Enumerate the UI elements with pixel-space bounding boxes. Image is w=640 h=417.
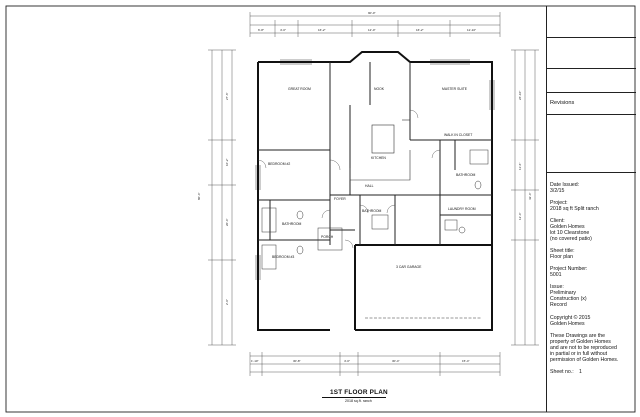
dim-left-3: 2'-0" bbox=[225, 299, 229, 305]
revisions-label: Revisions bbox=[550, 100, 575, 106]
client-line-1: Golden Homes bbox=[550, 224, 585, 230]
dim-right-2: 12'-4" bbox=[518, 212, 522, 220]
windows bbox=[255, 59, 495, 280]
sheet-title-value: Floor plan bbox=[550, 254, 574, 260]
issue-line-3: Record bbox=[550, 302, 567, 308]
title-block-divider bbox=[547, 114, 636, 115]
porch-outline bbox=[317, 227, 343, 251]
dim-top-5: 11'-10" bbox=[467, 28, 476, 32]
segment-dimensions: 6'-8" 4'-0" 16'-2" 12'-0" 16'-2" 11'-10"… bbox=[225, 28, 532, 363]
room-label-bedroom-3: BEDROOM #3 bbox=[272, 255, 294, 259]
dim-bottom-1: 30'-8" bbox=[293, 359, 301, 363]
project-number-value: 5001 bbox=[550, 272, 562, 278]
dim-left-1: 10'-2" bbox=[225, 158, 229, 166]
dim-left-2: 20'-4" bbox=[225, 218, 229, 226]
dim-bottom-2: 4'-0" bbox=[344, 359, 350, 363]
room-label-hall: HALL bbox=[365, 184, 374, 188]
project-label: Project: bbox=[550, 200, 568, 206]
dim-top-0: 6'-8" bbox=[258, 28, 264, 32]
title-block-divider bbox=[547, 37, 636, 38]
room-label-porch: PORCH bbox=[321, 235, 334, 239]
notice-line-4: in partial or in full without bbox=[550, 351, 608, 357]
dim-bottom-3: 30'-4" bbox=[392, 359, 400, 363]
room-label-bedroom-2: BEDROOM #2 bbox=[268, 162, 290, 166]
dim-left-0: 27'-6" bbox=[225, 92, 229, 100]
copyright-line-2: Golden Homes bbox=[550, 321, 585, 327]
dim-bottom-4: 15'-4" bbox=[462, 359, 470, 363]
plan-title: 1ST FLOOR PLAN bbox=[330, 389, 388, 396]
title-block-divider bbox=[547, 68, 636, 69]
issue-label: Issue: bbox=[550, 284, 564, 290]
dim-top-2: 16'-2" bbox=[318, 28, 326, 32]
project-number-label: Project Number: bbox=[550, 266, 588, 272]
bath-fixtures bbox=[261, 149, 489, 270]
date-issued-label: Date Issued: bbox=[550, 182, 580, 188]
room-label-master-suite: MASTER SUITE bbox=[442, 87, 468, 91]
room-label-master-bath: BATHROOM bbox=[456, 173, 476, 177]
overall-width-label: 90'-0" bbox=[368, 11, 376, 15]
notice-line-2: property of Golden Homes bbox=[550, 339, 611, 345]
room-label-kitchen: KITCHEN bbox=[371, 156, 386, 160]
title-block: Revisions Date Issued: 3/2/15 Project: 2… bbox=[546, 6, 636, 412]
issue-line-2: Construction (x) bbox=[550, 296, 587, 302]
room-labels: GREAT ROOM NOOK MASTER SUITE KITCHEN WAL… bbox=[268, 87, 476, 269]
door-swings bbox=[257, 109, 441, 249]
dim-bottom-0: 1'-10" bbox=[251, 359, 259, 363]
room-label-bathroom-1: BATHROOM bbox=[282, 222, 302, 226]
sheet-border bbox=[5, 5, 636, 413]
notice-line-3: and are not to be reproduced bbox=[550, 345, 617, 351]
room-label-laundry: LAUNDRY ROOM bbox=[448, 207, 476, 211]
title-block-divider bbox=[547, 92, 636, 93]
kitchen-fixtures bbox=[349, 119, 411, 181]
overall-depth-label: 80'-4" bbox=[197, 192, 201, 200]
dimension-lines bbox=[208, 12, 539, 376]
dim-right-1: 11'-6" bbox=[518, 163, 522, 170]
dim-right-0: 26'-10" bbox=[518, 91, 522, 100]
dim-top-1: 4'-0" bbox=[280, 28, 286, 32]
room-label-garage: 3 CAR GARAGE bbox=[396, 265, 422, 269]
dim-right-3: 42'-4" bbox=[528, 192, 532, 200]
issue-line-1: Preliminary bbox=[550, 290, 576, 296]
dim-top-3: 12'-0" bbox=[368, 28, 376, 32]
exterior-walls bbox=[257, 51, 493, 331]
room-label-foyer: FOYER bbox=[334, 197, 346, 201]
client-label: Client: bbox=[550, 218, 565, 224]
plan-subtitle: 2018 sq.ft. ranch bbox=[345, 399, 372, 403]
sheet-title-label: Sheet title: bbox=[550, 248, 575, 254]
title-block-divider bbox=[547, 172, 636, 173]
notice-line-1: These Drawings are the bbox=[550, 333, 606, 339]
room-label-great-room: GREAT ROOM bbox=[288, 87, 311, 91]
sheet-no-value: 1 bbox=[579, 369, 582, 375]
project-value: 2018 sq ft Split ranch bbox=[550, 206, 599, 212]
dim-top-4: 16'-2" bbox=[416, 28, 424, 32]
client-line-3: (no covered patio) bbox=[550, 236, 592, 242]
copyright-line-1: Copyright © 2015 bbox=[550, 315, 591, 321]
sheet-no-label: Sheet no.: bbox=[550, 369, 574, 375]
notice-line-5: permission of Golden Homes. bbox=[550, 357, 619, 363]
plan-title-underline bbox=[322, 397, 386, 398]
room-label-nook: NOOK bbox=[374, 87, 385, 91]
date-issued-value: 3/2/15 bbox=[550, 188, 565, 194]
room-label-walk-in-closet: WALK IN CLOSET bbox=[444, 133, 472, 137]
room-label-bathroom-2: BATHROOM bbox=[362, 209, 382, 213]
client-line-2: lot 10 Clearstone bbox=[550, 230, 590, 236]
